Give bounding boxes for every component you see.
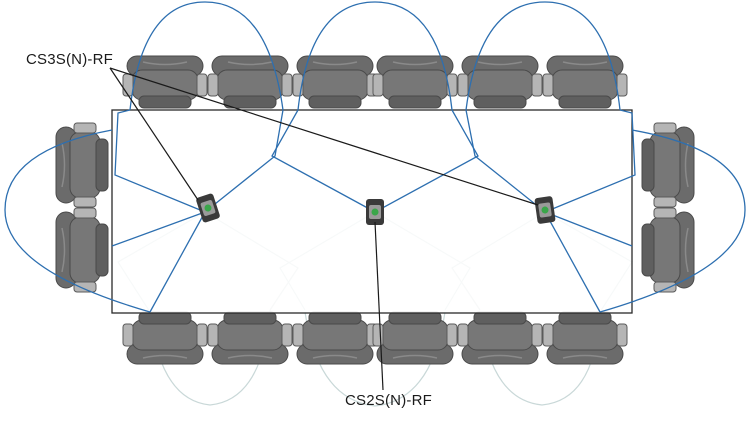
- chair-left-1: [55, 122, 109, 208]
- chair-top-4: [372, 55, 458, 109]
- chair-top-1: [122, 55, 208, 109]
- chair-bottom-3: [292, 311, 378, 365]
- sensor-label-cs3s: CS3S(N)-RF: [26, 51, 113, 68]
- chair-bottom-4: [372, 311, 458, 365]
- chair-top-6: [542, 55, 628, 109]
- leader-lines: [109, 67, 539, 391]
- chairs-top: [122, 55, 628, 109]
- chair-right-1: [641, 122, 695, 208]
- sensor-coverage-zones: [4, 1, 746, 313]
- chairs-right: [641, 122, 695, 293]
- occupancy-sensor-icon: [534, 195, 556, 225]
- chair-bottom-6: [542, 311, 628, 365]
- chairs-bottom: [122, 311, 628, 365]
- sensor-label-cs2s: CS2S(N)-RF: [345, 392, 432, 409]
- chair-bottom-2: [207, 311, 293, 365]
- occupancy-sensor-icon: [366, 199, 384, 225]
- chair-top-3: [292, 55, 378, 109]
- chair-bottom-1: [122, 311, 208, 365]
- chairs-left: [55, 122, 109, 293]
- chair-top-2: [207, 55, 293, 109]
- chair-bottom-5: [457, 311, 543, 365]
